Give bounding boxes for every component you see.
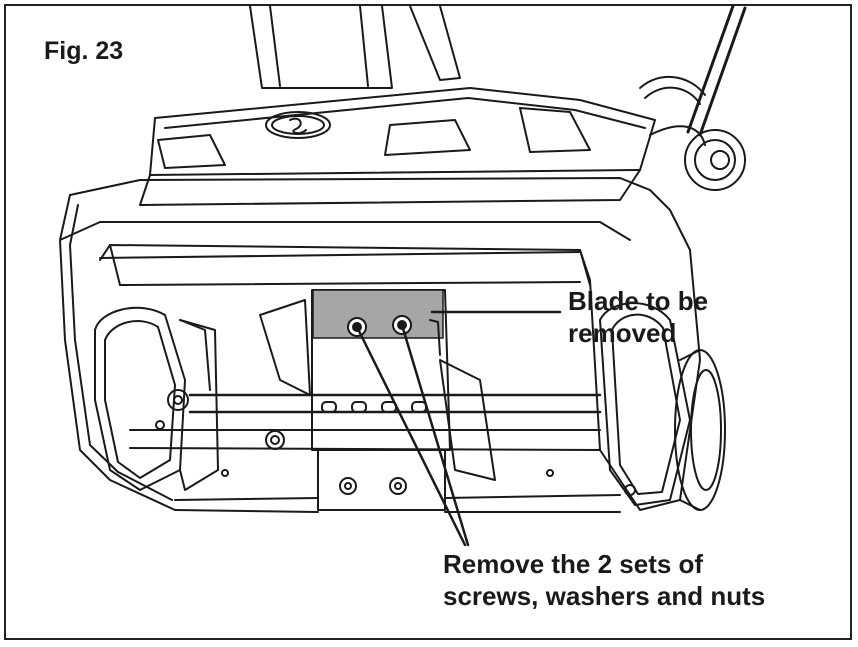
- right-side-plate: [599, 302, 726, 511]
- handle: [249, 4, 747, 137]
- screws-callout-line-1: Remove the 2 sets of: [443, 549, 704, 579]
- auger-housing: [59, 177, 701, 511]
- scraper-bar: [155, 420, 636, 513]
- figure-title: Fig. 23: [44, 37, 124, 65]
- callout-leaders: [355, 310, 562, 547]
- blade-highlight: [312, 289, 444, 339]
- motor-housing: [139, 87, 656, 206]
- blade-callout-line-2: removed: [568, 317, 677, 348]
- blade-callout: Blade to be removed: [568, 286, 708, 349]
- screws-callout-line-2: screws, washers and nuts: [443, 580, 766, 611]
- screws-callout: Remove the 2 sets of screws, washers and…: [443, 549, 765, 612]
- blade-callout-line-1: Blade to be: [568, 286, 709, 316]
- left-side-plate: [94, 306, 219, 491]
- brand-logo-icon: [265, 111, 331, 139]
- handle-knob: [649, 125, 746, 191]
